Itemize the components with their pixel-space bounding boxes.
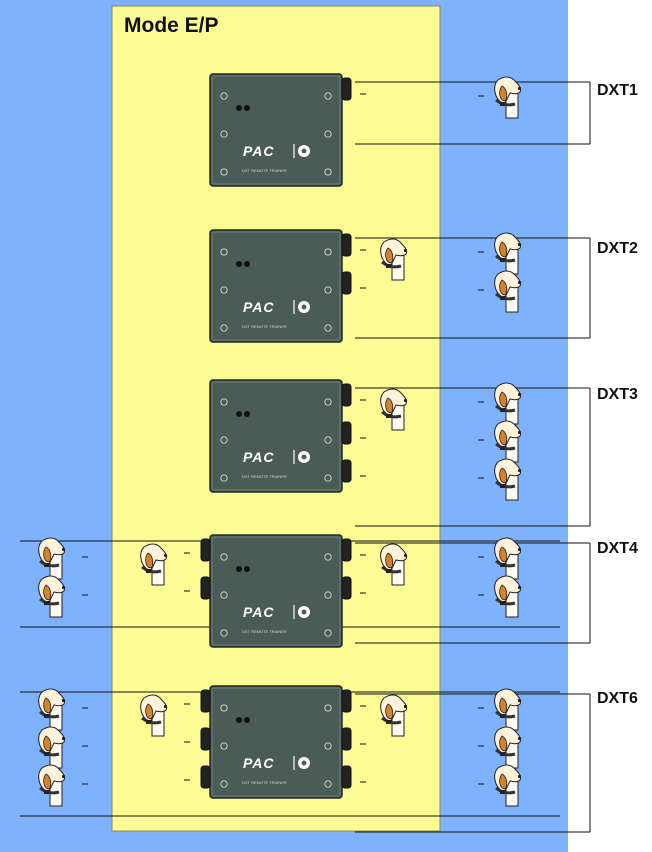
pac-unit: PAC DXT REMOTE TRAINER <box>209 534 343 648</box>
left-port <box>200 576 211 600</box>
pac-unit: PAC DXT REMOTE TRAINER <box>209 229 343 343</box>
group-label-dxt1: DXT1 <box>597 82 638 99</box>
unit-caption: DXT REMOTE TRAINER <box>242 474 287 479</box>
dog-collar-middle <box>380 694 408 737</box>
group-label-dxt4: DXT4 <box>597 540 638 557</box>
pac-unit: PAC DXT REMOTE TRAINER <box>209 685 343 799</box>
group-label-dxt6: DXT6 <box>597 690 638 707</box>
right-port <box>341 765 352 789</box>
pac-unit: PAC DXT REMOTE TRAINER <box>209 379 343 493</box>
dog-collar-right <box>494 232 522 275</box>
right-port <box>341 421 352 445</box>
dog-collar-right <box>494 76 522 119</box>
pac-logo: PAC <box>243 604 275 620</box>
dog-collar-right <box>494 420 522 463</box>
dog-collar-right <box>494 458 522 501</box>
pac-logo: PAC <box>243 449 275 465</box>
dog-collar-far-left <box>38 726 66 769</box>
device-units: PAC DXT REMOTE TRAINER PAC DXT REMOTE TRAIN… <box>200 73 352 799</box>
group-label-dxt2: DXT2 <box>597 240 638 257</box>
unit-caption: DXT REMOTE TRAINER <box>242 168 287 173</box>
dog-collar-left <box>140 694 168 737</box>
dog-collar-right <box>494 270 522 313</box>
right-port <box>341 538 352 562</box>
pac-logo: PAC <box>243 755 275 771</box>
pac-logo: PAC <box>243 143 275 159</box>
page-title: Mode E/P <box>124 14 219 37</box>
right-port <box>341 689 352 713</box>
dog-collar-right <box>494 537 522 580</box>
right-port <box>341 233 352 257</box>
pac-logo: PAC <box>243 299 275 315</box>
left-port <box>200 538 211 562</box>
dog-collar-right <box>494 382 522 425</box>
dog-collar-far-left <box>38 764 66 807</box>
unit-caption: DXT REMOTE TRAINER <box>242 629 287 634</box>
dog-collars <box>38 76 522 807</box>
left-port <box>200 727 211 751</box>
unit-caption: DXT REMOTE TRAINER <box>242 780 287 785</box>
dog-collar-middle <box>380 388 408 431</box>
dog-collar-right <box>494 726 522 769</box>
right-port <box>341 271 352 295</box>
dog-collar-right <box>494 575 522 618</box>
dog-collar-far-left <box>38 575 66 618</box>
dog-collar-middle <box>380 238 408 281</box>
right-port <box>341 727 352 751</box>
left-port <box>200 689 211 713</box>
right-port <box>341 576 352 600</box>
dog-collar-far-left <box>38 537 66 580</box>
right-port <box>341 383 352 407</box>
group-label-dxt3: DXT3 <box>597 386 638 403</box>
right-port <box>341 459 352 483</box>
pac-unit: PAC DXT REMOTE TRAINER <box>209 73 343 187</box>
dog-collar-middle <box>380 543 408 586</box>
dog-collar-left <box>140 543 168 586</box>
unit-caption: DXT REMOTE TRAINER <box>242 324 287 329</box>
dog-collar-far-left <box>38 688 66 731</box>
dog-collar-right <box>494 688 522 731</box>
left-port <box>200 765 211 789</box>
right-port <box>341 77 352 101</box>
dog-collar-right <box>494 764 522 807</box>
